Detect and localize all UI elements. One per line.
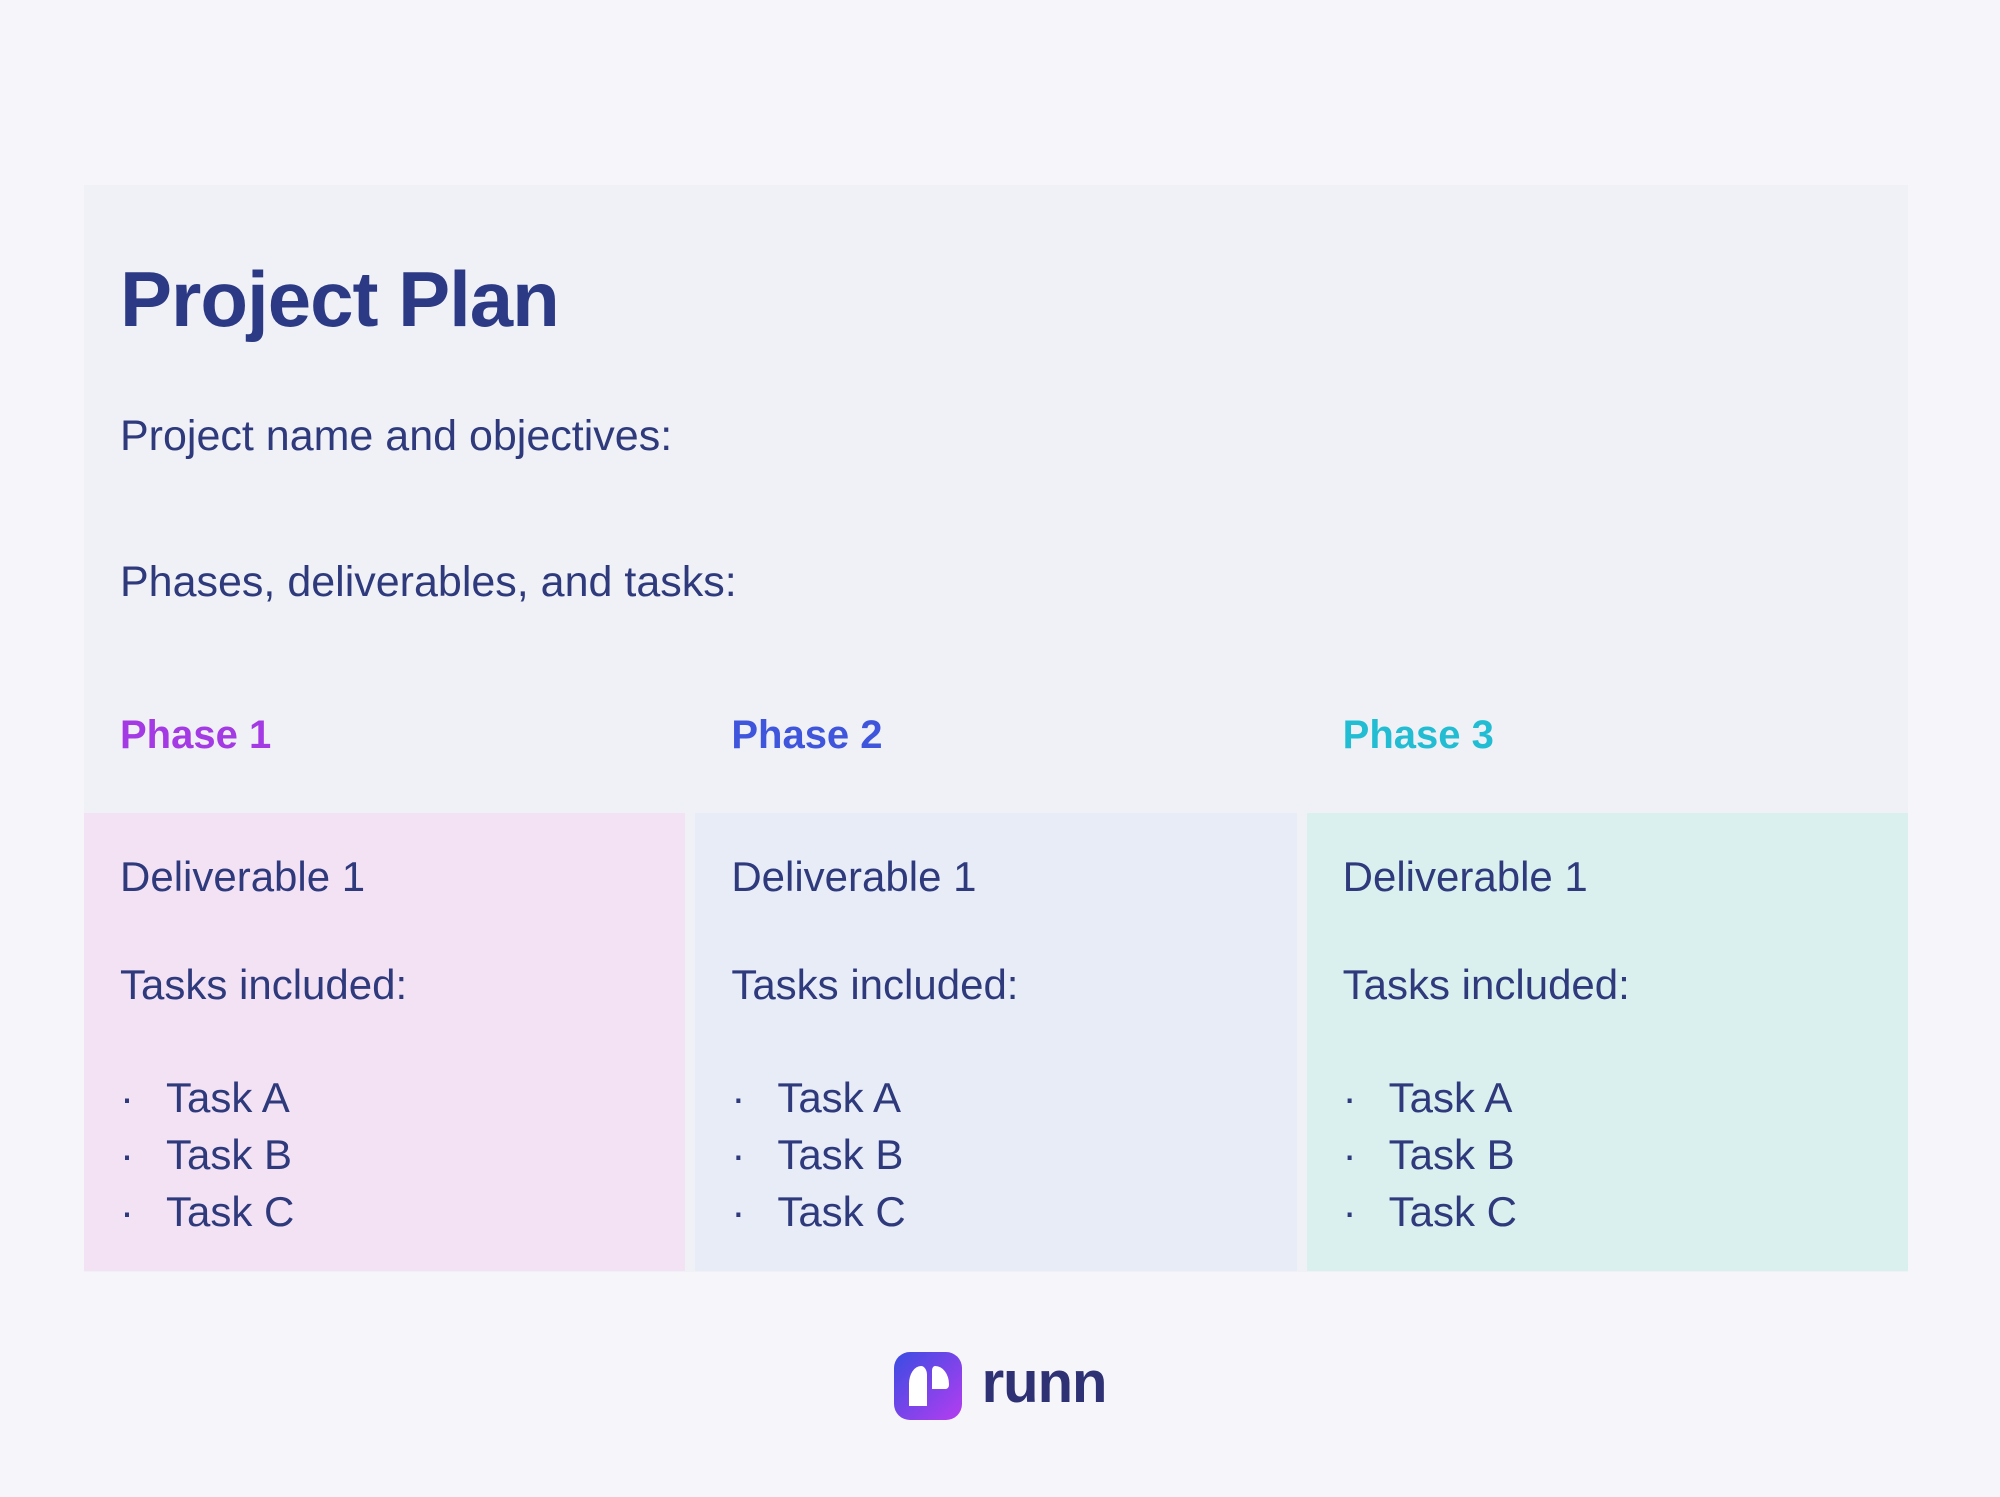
phase-2-header: Phase 2 bbox=[695, 711, 1296, 759]
runn-logo: runn bbox=[0, 1349, 2000, 1420]
phase-3-task-list: · Task A · Task B · Task C bbox=[1343, 1069, 1872, 1240]
bullet-icon: · bbox=[731, 1074, 746, 1122]
runn-wordmark: runn bbox=[981, 1349, 1108, 1415]
task-label: Task A bbox=[777, 1074, 902, 1122]
phase-3-box: Deliverable 1 Tasks included: · Task A ·… bbox=[1306, 813, 1908, 1272]
task-item: · Task A bbox=[1343, 1069, 1872, 1126]
bullet-icon: · bbox=[731, 1188, 746, 1236]
intro-phases-label: Phases, deliverables, and tasks: bbox=[120, 558, 737, 607]
task-item: · Task C bbox=[1343, 1183, 1872, 1240]
task-label: Task A bbox=[166, 1074, 290, 1122]
bullet-icon: · bbox=[120, 1074, 134, 1122]
phase-3-deliverable: Deliverable 1 bbox=[1342, 853, 1588, 901]
task-item: · Task A bbox=[120, 1069, 649, 1126]
task-label: Task C bbox=[1388, 1188, 1518, 1236]
phase-3-tasks-heading: Tasks included: bbox=[1342, 961, 1630, 1009]
bullet-icon: · bbox=[1342, 1131, 1357, 1179]
bullet-icon: · bbox=[731, 1131, 746, 1179]
phase-2-label: Phase 2 bbox=[731, 713, 883, 758]
phase-1-task-list: · Task A · Task B · Task C bbox=[120, 1069, 649, 1240]
task-label: Task C bbox=[166, 1188, 295, 1236]
intro-objectives-label: Project name and objectives: bbox=[120, 411, 673, 460]
phase-3-header: Phase 3 bbox=[1307, 711, 1908, 759]
task-item: · Task A bbox=[731, 1069, 1260, 1126]
phase-1-deliverable: Deliverable 1 bbox=[120, 853, 366, 901]
task-label: Task C bbox=[777, 1188, 906, 1236]
phase-1-label: Phase 1 bbox=[120, 713, 272, 758]
task-item: · Task B bbox=[120, 1126, 649, 1183]
card-content: Project Plan Project name and objectives… bbox=[84, 185, 1908, 1272]
runn-r-stem bbox=[908, 1366, 927, 1406]
phase-2-box: Deliverable 1 Tasks included: · Task A ·… bbox=[695, 813, 1297, 1272]
phase-header-row: Phase 1 Phase 2 Phase 3 bbox=[84, 711, 1908, 759]
phase-boxes-row: Deliverable 1 Tasks included: · Task A ·… bbox=[84, 813, 1908, 1272]
bullet-icon: · bbox=[1342, 1188, 1357, 1236]
phase-2-task-list: · Task A · Task B · Task C bbox=[731, 1069, 1260, 1240]
task-item: · Task B bbox=[1343, 1126, 1872, 1183]
project-plan-card: Project Plan Project name and objectives… bbox=[84, 185, 1908, 1272]
phase-2-tasks-heading: Tasks included: bbox=[731, 961, 1019, 1009]
bullet-icon: · bbox=[120, 1188, 134, 1236]
phase-3-label: Phase 3 bbox=[1342, 713, 1494, 758]
phase-1-header: Phase 1 bbox=[84, 711, 685, 759]
runn-logo-icon bbox=[893, 1352, 962, 1420]
task-item: · Task B bbox=[731, 1126, 1260, 1183]
task-item: · Task C bbox=[120, 1183, 649, 1240]
bullet-icon: · bbox=[1342, 1074, 1357, 1122]
runn-r-arm bbox=[932, 1366, 950, 1389]
phase-1-tasks-heading: Tasks included: bbox=[120, 961, 408, 1009]
task-label: Task A bbox=[1388, 1074, 1513, 1122]
task-label: Task B bbox=[1388, 1131, 1515, 1179]
task-item: · Task C bbox=[731, 1183, 1260, 1240]
phase-2-deliverable: Deliverable 1 bbox=[731, 853, 977, 901]
task-label: Task B bbox=[777, 1131, 904, 1179]
phase-1-box: Deliverable 1 Tasks included: · Task A ·… bbox=[84, 813, 686, 1272]
bullet-icon: · bbox=[120, 1131, 134, 1179]
task-label: Task B bbox=[166, 1131, 293, 1179]
page-title: Project Plan bbox=[120, 255, 560, 343]
